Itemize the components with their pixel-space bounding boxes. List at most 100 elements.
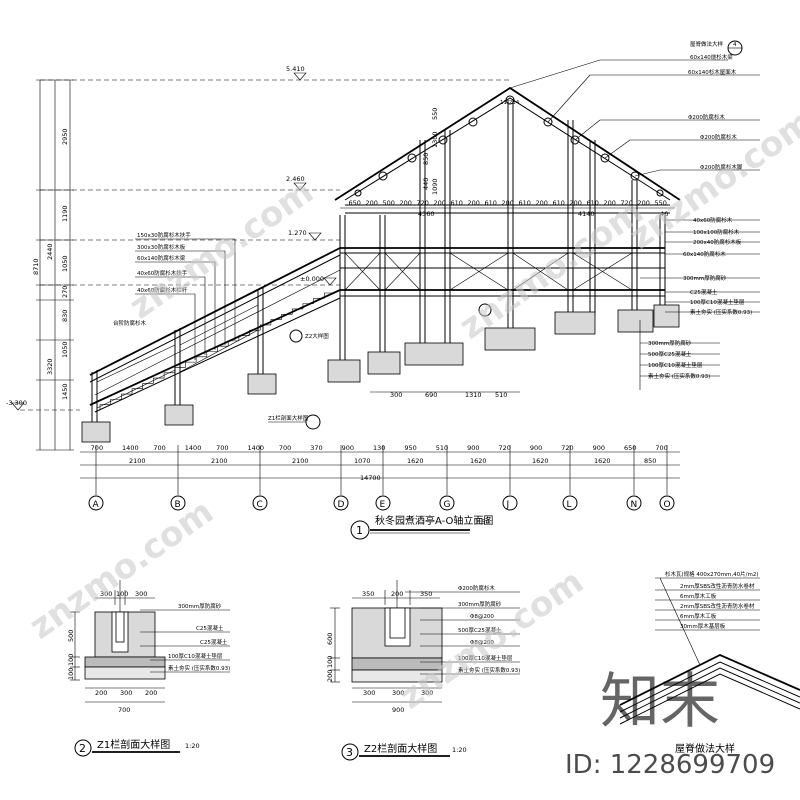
bottom-dim-label: 1400 xyxy=(248,444,265,452)
top-dim-label: 200 xyxy=(434,199,446,207)
svg-text:30mm厚木基层板: 30mm厚木基层板 xyxy=(680,622,726,630)
svg-text:2mm厚SBS改性沥青防水卷材: 2mm厚SBS改性沥青防水卷材 xyxy=(680,582,755,590)
axis-bubble-B xyxy=(170,495,186,511)
level-marker-2460: 2.460 xyxy=(286,175,307,191)
svg-text:2mm厚SBS改性沥青防水卷材: 2mm厚SBS改性沥青防水卷材 xyxy=(680,602,755,610)
svg-text:2: 2 xyxy=(79,742,86,755)
svg-text:1450: 1450 xyxy=(61,383,69,400)
svg-text:46: 46 xyxy=(660,210,668,218)
svg-text:440: 440 xyxy=(422,178,430,190)
level-marker-minus3300: -3.300 xyxy=(6,399,27,411)
bottom-dim-label: 2100 xyxy=(211,457,228,465)
top-dim-label: 200 xyxy=(400,199,412,207)
svg-text:C25混凝土: C25混凝土 xyxy=(196,624,224,632)
axis-bubble-D xyxy=(333,495,349,511)
svg-text:1.270: 1.270 xyxy=(288,229,307,237)
svg-text:Z2栏剖面大样图: Z2栏剖面大样图 xyxy=(364,742,437,755)
svg-text:素土夯实 (压实系数0.93): 素土夯实 (压实系数0.93) xyxy=(458,666,520,674)
svg-text:300: 300 xyxy=(421,689,433,697)
svg-text:500厚C25混凝土: 500厚C25混凝土 xyxy=(458,626,502,634)
svg-text:5.410: 5.410 xyxy=(286,65,305,73)
svg-text:1050: 1050 xyxy=(61,341,69,358)
bottom-dim-label: 130 xyxy=(373,444,385,452)
top-dim-label: 550 xyxy=(655,199,667,207)
axis-bubble-N xyxy=(626,495,642,511)
svg-text:300: 300 xyxy=(135,590,147,598)
elevation-title: 1 秋冬园煮酒亭A-O轴立面图 1:50 xyxy=(350,514,493,540)
axis-lines xyxy=(95,445,668,495)
svg-text:300: 300 xyxy=(363,689,375,697)
svg-text:1050: 1050 xyxy=(61,255,69,272)
bottom-dim-label: 510 xyxy=(436,444,448,452)
svg-text:4: 4 xyxy=(733,42,737,48)
svg-text:100: 100 xyxy=(67,654,75,666)
bottom-dim-label: 1620 xyxy=(407,457,424,465)
left-annotations: 150x30防腐杉木扶手 300x30防腐杉木板 60x140防腐杉木梁 40x… xyxy=(113,231,492,430)
brand-watermark: 知末 xyxy=(600,667,720,737)
svg-text:Z1栏剖面大样图: Z1栏剖面大样图 xyxy=(97,738,170,751)
svg-text:屋脊做法大样: 屋脊做法大样 xyxy=(675,742,735,755)
top-dim-label: 610 xyxy=(519,199,531,207)
svg-text:200: 200 xyxy=(145,689,157,697)
svg-text:550: 550 xyxy=(431,108,439,120)
svg-text:C25混凝土: C25混凝土 xyxy=(200,638,228,646)
bottom-dim-label: 900 xyxy=(467,444,479,452)
level-marker-0: ±0.000 xyxy=(300,275,337,286)
svg-text:300: 300 xyxy=(100,590,112,598)
top-dim-label: 500 xyxy=(383,199,395,207)
svg-text:Φ8@200: Φ8@200 xyxy=(470,614,494,620)
total-dimension: 14700 xyxy=(360,474,381,482)
axis-bubble-A xyxy=(88,495,104,511)
top-dim-label: 720 xyxy=(621,199,633,207)
svg-text:1310: 1310 xyxy=(465,391,482,399)
svg-text:Φ200防腐杉木脚: Φ200防腐杉木脚 xyxy=(700,163,743,171)
bottom-dim-label: 950 xyxy=(404,444,416,452)
svg-text:屋脊做法大样: 屋脊做法大样 xyxy=(690,40,724,48)
bottom-dim-label: 1620 xyxy=(532,457,549,465)
bottom-dim-label: 720 xyxy=(561,444,573,452)
top-dim-label: 720 xyxy=(417,199,429,207)
axis-bubble-G xyxy=(439,495,455,511)
top-dim-label: 200 xyxy=(468,199,480,207)
bottom-dim-label: 2100 xyxy=(292,457,309,465)
svg-text:1:20: 1:20 xyxy=(452,746,467,754)
svg-text:6mm厚木工板: 6mm厚木工板 xyxy=(680,612,717,620)
bottom-dim-label: 1620 xyxy=(594,457,611,465)
axis-label-O: O xyxy=(664,500,671,510)
svg-text:Φ8@200: Φ8@200 xyxy=(470,640,494,646)
elevation-view: 5.410 2.460 1.270 ±0.000 -3.300 8710 244… xyxy=(6,40,760,540)
axis-label-E: E xyxy=(380,500,386,510)
svg-text:1190: 1190 xyxy=(61,205,69,222)
svg-text:4140: 4140 xyxy=(578,210,595,218)
top-dim-label: 200 xyxy=(638,199,650,207)
svg-text:200: 200 xyxy=(95,689,107,697)
svg-text:±0.000: ±0.000 xyxy=(300,275,324,283)
bottom-dim-label: 700 xyxy=(279,444,291,452)
axis-label-A: A xyxy=(93,500,100,510)
axis-label-C: C xyxy=(257,500,263,510)
svg-text:3320: 3320 xyxy=(46,358,54,375)
top-dim-label: 200 xyxy=(536,199,548,207)
svg-text:510: 510 xyxy=(495,391,507,399)
axis-bubble-O xyxy=(659,495,675,511)
svg-text:100厚C10混凝土垫层: 100厚C10混凝土垫层 xyxy=(458,654,513,662)
bottom-dim-label: 1070 xyxy=(354,457,371,465)
svg-text:300: 300 xyxy=(390,391,402,399)
axis-bubble-L xyxy=(562,495,578,511)
bottom-dim-label: 1400 xyxy=(185,444,202,452)
bottom-dim-label: 850 xyxy=(644,457,656,465)
svg-text:300: 300 xyxy=(120,689,132,697)
bottom-dim-label: 720 xyxy=(498,444,510,452)
top-dim-label: 610 xyxy=(553,199,565,207)
svg-text:1300: 1300 xyxy=(431,131,439,148)
svg-text:杉木瓦(规格 400x270mm,40片/m2): 杉木瓦(规格 400x270mm,40片/m2) xyxy=(665,570,758,578)
svg-text:830: 830 xyxy=(61,310,69,322)
axis-bubble-E xyxy=(375,495,391,511)
left-dimensions: 8710 2440 3320 2950 1190 1050 270 830 10… xyxy=(32,128,69,400)
axis-label-G: G xyxy=(444,500,451,510)
svg-text:500: 500 xyxy=(67,630,75,642)
top-dim-label: 200 xyxy=(366,199,378,207)
svg-text:1: 1 xyxy=(356,524,363,537)
bottom-dim-label: 2100 xyxy=(129,457,146,465)
svg-text:Z1栏剖面大样图: Z1栏剖面大样图 xyxy=(268,414,309,422)
